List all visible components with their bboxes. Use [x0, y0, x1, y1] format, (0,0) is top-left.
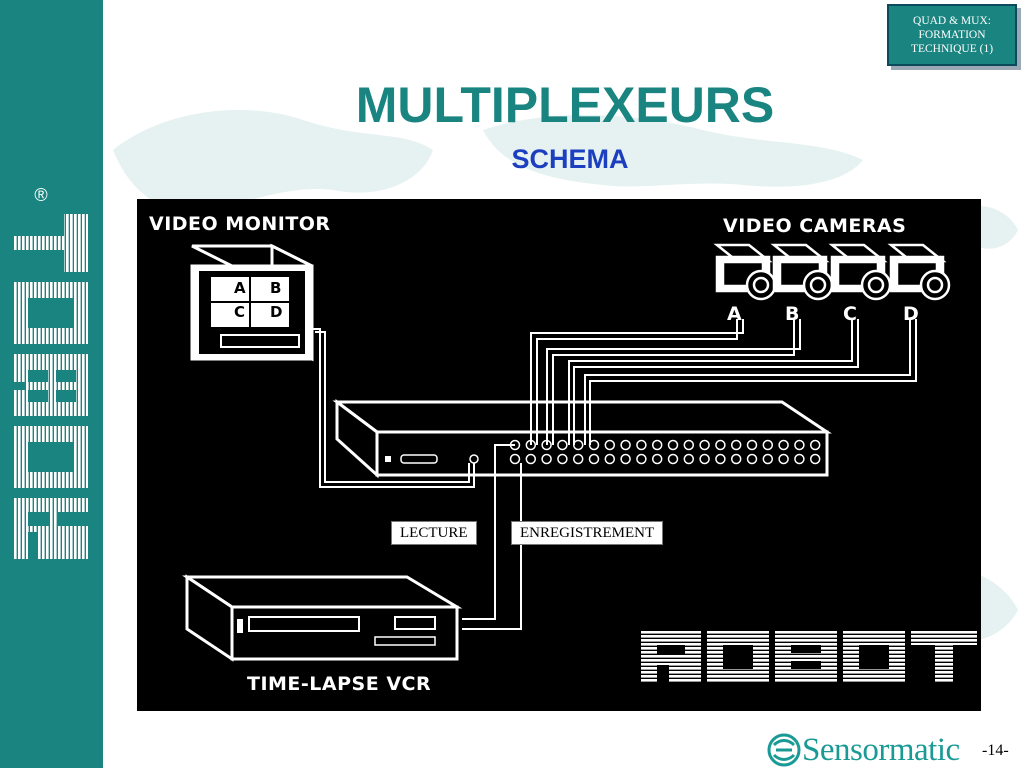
bnc-connector: [746, 453, 758, 465]
bnc-connector: [809, 439, 821, 451]
bnc-connector: [572, 439, 584, 451]
bnc-connector: [762, 453, 774, 465]
bnc-connector: [762, 439, 774, 451]
bnc-connector: [525, 453, 537, 465]
camera-group: [713, 243, 951, 301]
bnc-connector: [699, 439, 710, 451]
bnc-connector: [509, 453, 521, 465]
camera-a: [713, 243, 777, 301]
multiplexer-connectors: [509, 439, 821, 465]
bnc-connector: [699, 453, 710, 465]
bnc-connector: [541, 453, 552, 465]
bnc-connector: [683, 453, 695, 465]
camera-b: [770, 243, 834, 301]
playback-label-box: LECTURE: [391, 521, 477, 545]
bnc-connector: [620, 453, 631, 465]
page-number: -14-: [982, 742, 1009, 759]
section-tag-line-1: QUAD & MUX:: [913, 15, 991, 27]
camera-label-d: D: [903, 303, 920, 325]
bnc-connector: [667, 439, 679, 451]
robot-vertical-logo: [14, 214, 88, 559]
monitor-quad-d: D: [270, 303, 283, 321]
monitor-quad-b: B: [270, 279, 282, 297]
bnc-connector: [636, 439, 647, 451]
camera-label-c: C: [843, 303, 858, 325]
camera-d: [887, 243, 951, 301]
sensormatic-brand: Sensormatic: [802, 731, 960, 768]
section-tag: QUAD & MUX: FORMATION TECHNIQUE (1): [887, 4, 1017, 66]
camera-label-b: B: [785, 303, 800, 325]
cables: [309, 319, 917, 630]
monitor-quad-a: A: [234, 279, 246, 297]
slide-title: MULTIPLEXEURS: [355, 77, 775, 133]
video-monitor: [190, 243, 314, 362]
sensormatic-logo: Sensormatic: [766, 731, 980, 768]
section-tag-line-2: FORMATION: [918, 29, 986, 41]
bnc-connector: [794, 439, 805, 451]
bnc-connector: [683, 439, 695, 451]
multiplexer-schema-diagram: VIDEO MONITOR VIDEO CAMERAS TIME-LAPSE V…: [137, 199, 981, 711]
bnc-connector: [667, 453, 679, 465]
bnc-connector: [778, 439, 789, 451]
bnc-connector: [794, 453, 805, 465]
bnc-connector: [604, 439, 616, 451]
bnc-connector: [809, 453, 821, 465]
bnc-connector: [715, 439, 726, 451]
bnc-connector: [730, 453, 742, 465]
section-tag-line-3: TECHNIQUE (1): [910, 43, 994, 55]
multiplexer-unit: [332, 399, 832, 479]
sensormatic-swirl-icon: [767, 733, 801, 767]
monitor-quad-c: C: [234, 303, 246, 321]
bnc-connector: [557, 453, 568, 465]
schema-drawing: [182, 243, 977, 683]
bnc-connector: [636, 453, 647, 465]
bnc-connector: [746, 439, 758, 451]
camera-label-a: A: [727, 303, 743, 325]
bnc-connector: [604, 453, 616, 465]
video-cameras-label: VIDEO CAMERAS: [723, 215, 907, 237]
bnc-connector: [588, 453, 600, 465]
record-label-box: ENREGISTREMENT: [511, 521, 664, 545]
bnc-connector: [715, 453, 726, 465]
bnc-connector: [651, 453, 663, 465]
bnc-connector: [572, 453, 584, 465]
registered-mark: ®: [34, 185, 48, 205]
vcr-label: TIME-LAPSE VCR: [247, 673, 432, 695]
bnc-connector: [620, 439, 631, 451]
time-lapse-vcr: [182, 574, 463, 662]
slide-subtitle: SCHEMA: [511, 144, 629, 174]
camera-c: [828, 243, 892, 301]
bnc-connector: [730, 439, 742, 451]
video-monitor-label: VIDEO MONITOR: [149, 213, 331, 235]
bnc-connector: [557, 439, 568, 451]
bnc-connector: [651, 439, 663, 451]
bnc-connector: [778, 453, 789, 465]
sidebar: ®: [0, 0, 103, 768]
